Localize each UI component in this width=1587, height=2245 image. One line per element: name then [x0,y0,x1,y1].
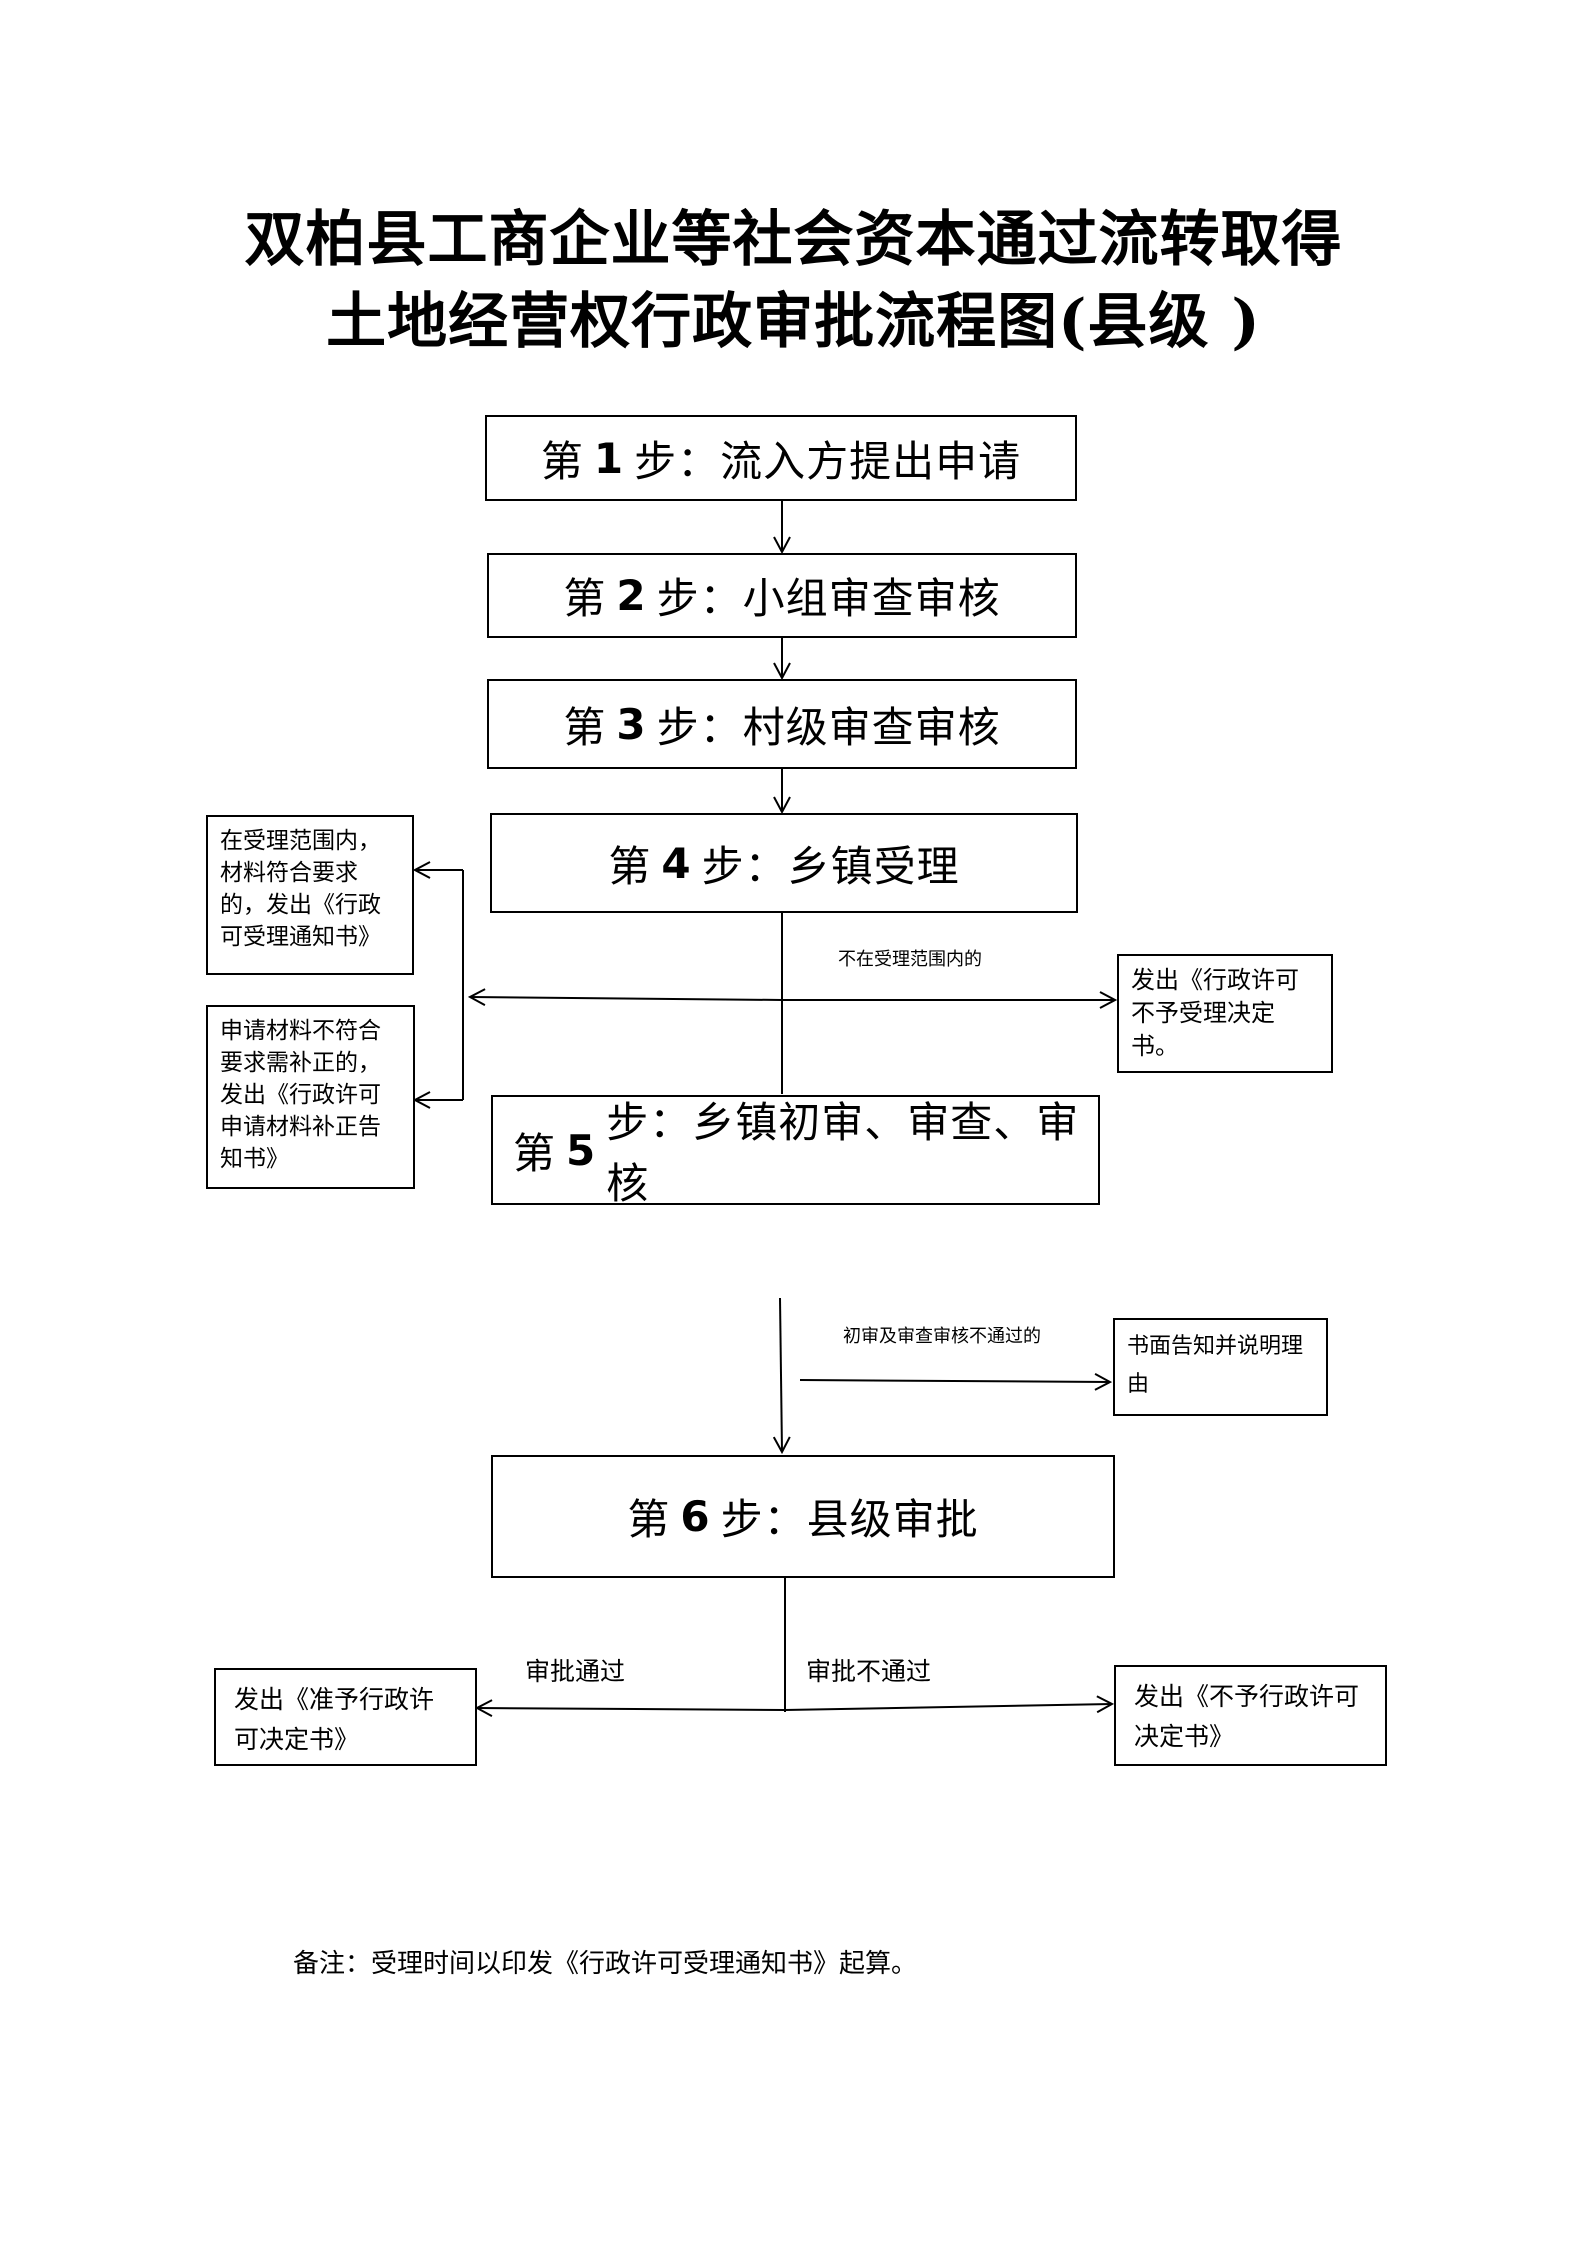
title-line-2: 土地经营权行政审批流程图(县级 ) [326,287,1261,357]
footnote: 备注：受理时间以印发《行政许可受理通知书》起算。 [293,1949,918,1979]
arrow-approve [477,1708,786,1710]
step-4-text: 步：乡镇受理 [701,841,960,891]
step-2-prefix: 第 [563,574,607,623]
accept-notice-box: 在受理范围内，材料符合要求的，发出《行政可受理通知书》 [206,815,414,975]
step-5-text: 步：乡镇初审、审查、审核 [606,1098,1080,1208]
step-3-number: 3 [616,699,647,749]
reject-accept-box: 发出《行政许可不予受理决定书。 [1117,954,1333,1073]
deny-decision-box: 发出《不予行政许可决定书》 [1114,1665,1387,1766]
step-5-prefix: 第 [513,1128,557,1178]
step-6-prefix: 第 [627,1495,671,1544]
label-not-approved: 审批不通过 [806,1657,932,1686]
step-2-number: 2 [616,571,647,620]
arrow-left-branch [470,997,783,1000]
arrow-deny [784,1704,1112,1710]
approve-decision-box: 发出《准予行政许可决定书》 [214,1668,477,1766]
step-6-text: 步：县级审批 [720,1495,979,1544]
step-1-prefix: 第 [540,436,584,486]
label-not-in-scope: 不在受理范围内的 [838,949,982,970]
step-3-prefix: 第 [563,702,607,752]
step-4-prefix: 第 [608,841,652,891]
label-review-failed: 初审及审查审核不通过的 [843,1326,1041,1347]
supplement-notice-box: 申请材料不符合要求需补正的，发出《行政许可申请材料补正告知书》 [206,1005,415,1189]
arrow-written-notice [799,1380,1110,1382]
step-4-number: 4 [661,838,692,888]
step-2-text: 步：小组审查审核 [656,574,1001,623]
arrow-step5-step6 [780,1297,782,1452]
written-notice-box: 书面告知并说明理由 [1113,1318,1328,1416]
step-5-number: 5 [566,1125,597,1175]
step-1-number: 1 [593,433,625,483]
step-3-text: 步：村级审查审核 [656,702,1001,752]
title-line-1: 双柏县工商企业等社会资本通过流转取得 [244,205,1343,275]
step-6-number: 6 [680,1492,711,1541]
label-approved: 审批通过 [525,1657,626,1686]
step-1-text: 步：流入方提出申请 [634,436,1022,486]
